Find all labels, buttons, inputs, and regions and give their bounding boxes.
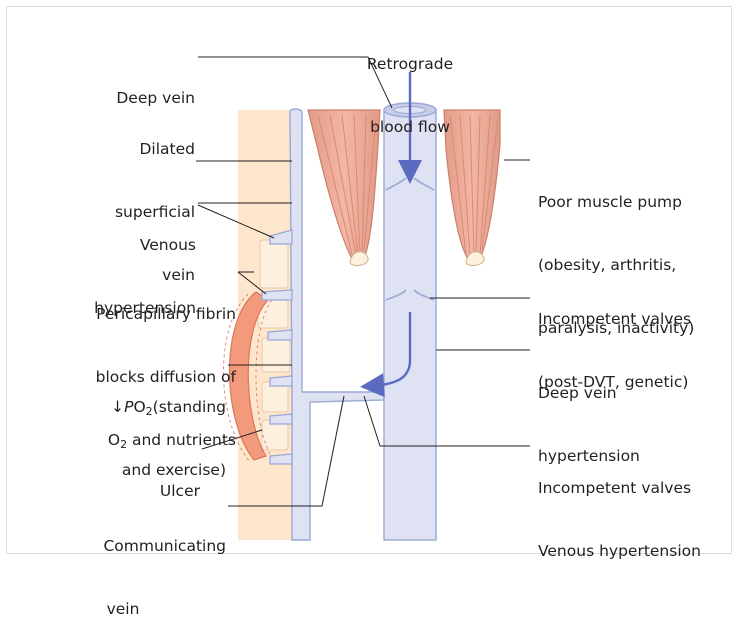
label-po2-line1: ↓PO2(standing (40, 397, 226, 418)
label-retrograde-line1: Retrograde (340, 54, 480, 75)
label-retrograde-line2: blood flow (340, 117, 480, 138)
label-venous-ht-line1: Venous (40, 235, 196, 256)
label-comm-line1: Communicating (20, 536, 226, 557)
label-communicating-vein: Communicating vein (20, 494, 226, 641)
label-deep-ht-line1: Deep vein (538, 383, 734, 404)
label-fibrin-line1: Pericapillary fibrin (12, 304, 236, 325)
down-arrow-icon: ↓ (111, 398, 124, 416)
label-comm-line2: vein (20, 599, 226, 620)
label-po2-rest: (standing (153, 398, 226, 416)
label-retrograde-flow: Retrograde blood flow (340, 12, 480, 159)
label-dilated-line1: Dilated (40, 139, 195, 160)
label-po2-sub: 2 (146, 405, 153, 418)
label-incomp-line1: Incompetent valves (538, 309, 734, 330)
label-po2-o: O (133, 398, 145, 416)
label-incomp-vh-line1: Incompetent valves (538, 478, 734, 499)
label-incomp-vh-line2: Venous hypertension (538, 541, 734, 562)
label-pump-line1: Poor muscle pump (538, 192, 734, 213)
